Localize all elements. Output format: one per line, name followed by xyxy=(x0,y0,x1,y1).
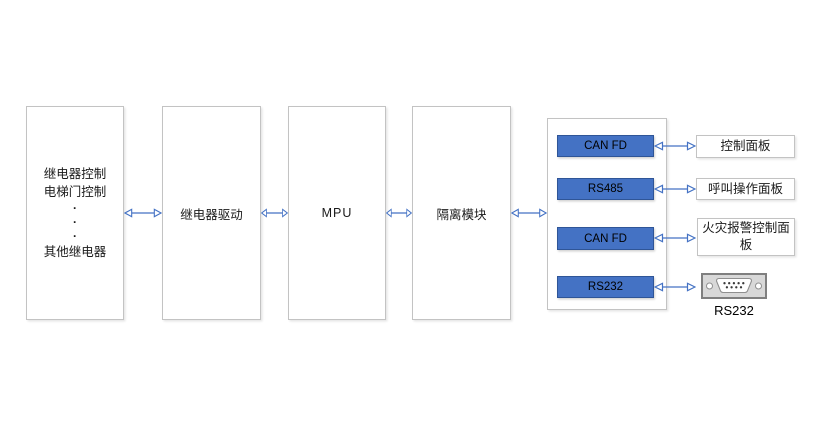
double-arrow-icon xyxy=(654,281,696,293)
double-arrow-icon xyxy=(124,207,162,219)
rs232-caption: RS232 xyxy=(714,303,754,318)
control-panel-block: 控制面板 xyxy=(696,135,795,158)
mpu-label: MPU xyxy=(321,206,353,220)
ellipsis-dot: · xyxy=(73,215,77,229)
port-rs232: RS232 xyxy=(557,276,654,298)
port-canfd-2-label: CAN FD xyxy=(584,232,627,245)
port-canfd-1-label: CAN FD xyxy=(584,140,627,152)
ellipsis-dot: · xyxy=(73,229,77,243)
fire-alarm-panel-block: 火灾报警控制面板 xyxy=(697,218,795,256)
relay-line-2: 电梯门控制 xyxy=(43,185,107,199)
port-canfd-2: CAN FD xyxy=(557,227,654,250)
double-arrow-icon xyxy=(654,183,696,195)
relay-line-1: 继电器控制 xyxy=(43,167,107,181)
double-arrow-icon xyxy=(386,207,412,219)
relay-line-3: 其他继电器 xyxy=(43,245,107,259)
double-arrow-icon xyxy=(511,207,547,219)
fire-alarm-panel-label: 火灾报警控制面板 xyxy=(702,221,790,252)
relay-driver-block: 继电器驱动 xyxy=(162,106,261,320)
port-rs485: RS485 xyxy=(557,178,654,200)
relay-loads-block: 继电器控制 电梯门控制 · · · 其他继电器 xyxy=(26,106,124,320)
isolation-module-label: 隔离模块 xyxy=(436,207,487,222)
call-panel-label: 呼叫操作面板 xyxy=(707,181,783,196)
double-arrow-icon xyxy=(654,140,696,152)
port-rs485-label: RS485 xyxy=(587,183,624,195)
db9-connector-icon xyxy=(701,273,767,299)
port-rs232-label: RS232 xyxy=(587,281,624,293)
double-arrow-icon xyxy=(261,207,288,219)
relay-driver-label: 继电器驱动 xyxy=(180,207,243,222)
control-panel-label: 控制面板 xyxy=(720,139,771,153)
double-arrow-icon xyxy=(654,232,696,244)
port-canfd-1: CAN FD xyxy=(557,135,654,157)
mpu-block: MPU xyxy=(288,106,386,320)
ellipsis-dot: · xyxy=(73,201,77,215)
isolation-module-block: 隔离模块 xyxy=(412,106,511,320)
call-panel-block: 呼叫操作面板 xyxy=(696,178,795,200)
